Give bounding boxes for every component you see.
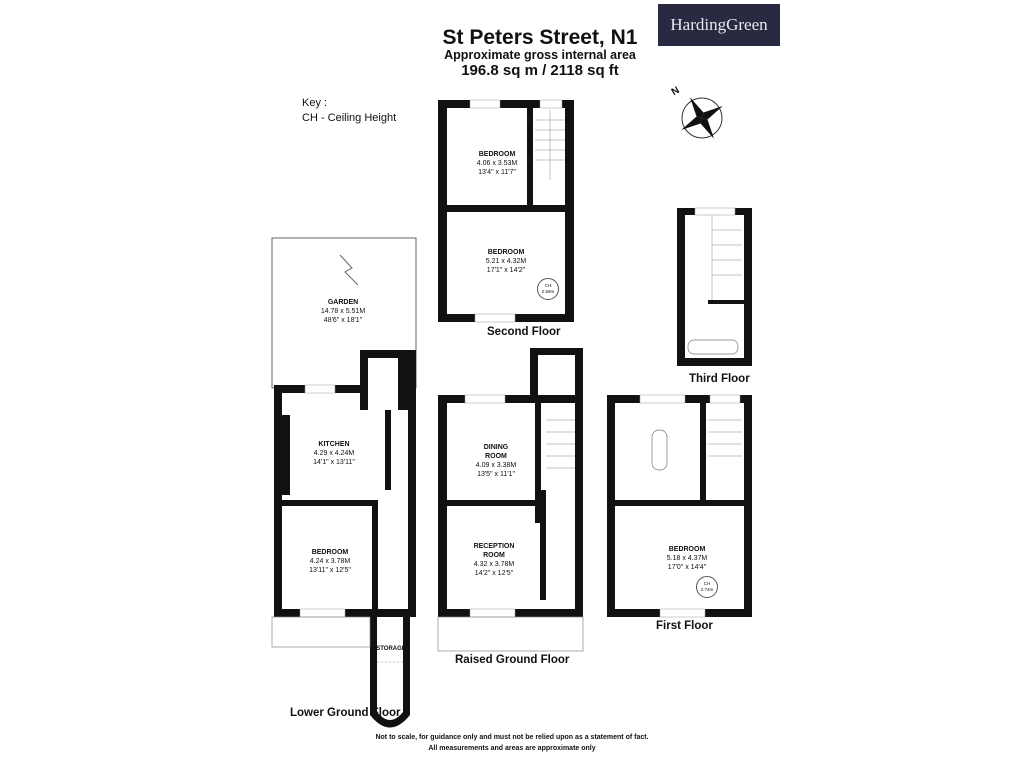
room-imperial: 14'1" x 13'11" xyxy=(313,459,355,466)
lower-ground-floor-plan xyxy=(271,237,417,728)
room-label-kitchen: KITCHEN 4.29 x 4.24M 14'1" x 13'11" xyxy=(313,440,355,467)
room-name: DINING xyxy=(483,444,509,451)
compass-rose-icon xyxy=(681,97,723,139)
room-label-second-bedroom-2: BEDROOM 5.21 x 4.32M 17'1" x 14'2" xyxy=(486,248,526,275)
room-label-garden: GARDEN 14.78 x 5.51M 48'6" x 18'1" xyxy=(321,298,365,325)
ch-value: 2.74m xyxy=(700,587,714,592)
room-name: BEDROOM xyxy=(478,151,516,158)
room-metric: 4.24 x 3.78M xyxy=(309,558,351,565)
key-heading: Key : xyxy=(302,97,328,109)
room-label-second-bedroom-1: BEDROOM 4.06 x 3.53M 13'4" x 11'7" xyxy=(477,150,517,177)
room-name: RECEPTION xyxy=(473,543,515,550)
total-area: 196.8 sq m / 2118 sq ft xyxy=(461,62,619,79)
floor-label-first: First Floor xyxy=(656,620,713,632)
ch-value: 2.59m xyxy=(541,289,555,294)
room-label-lower-bedroom: BEDROOM 4.24 x 3.78M 13'11" x 12'5" xyxy=(309,548,351,575)
room-name: BEDROOM xyxy=(487,249,525,256)
floor-label-lower-ground: Lower Ground Floor xyxy=(290,707,401,719)
room-imperial: 17'0" x 14'4" xyxy=(667,564,707,571)
room-metric: 4.09 x 3.38M xyxy=(475,462,517,469)
ch-label: CH xyxy=(544,283,552,288)
room-name-2: ROOM xyxy=(485,453,507,460)
page-title: St Peters Street, N1 xyxy=(442,26,638,49)
room-name: KITCHEN xyxy=(318,441,350,448)
room-metric: 5.21 x 4.32M xyxy=(485,258,527,265)
room-metric: 4.32 x 3.78M xyxy=(473,561,515,568)
disclaimer-line-1: Not to scale, for guidance only and must… xyxy=(375,734,649,741)
subtitle: Approximate gross internal area xyxy=(444,48,636,62)
room-name-2: ROOM xyxy=(483,552,505,559)
room-imperial: 14'2" x 12'5" xyxy=(474,570,514,577)
ceiling-height-badge-second: CH 2.59m xyxy=(537,278,559,300)
first-floor-plan xyxy=(607,394,752,618)
room-imperial: 13'11" x 12'5" xyxy=(309,567,351,574)
disclaimer-line-2: All measurements and areas are approxima… xyxy=(428,745,596,752)
room-imperial: 48'6" x 18'1" xyxy=(323,317,363,324)
third-floor-plan xyxy=(677,207,752,366)
floor-label-second: Second Floor xyxy=(487,326,561,338)
room-imperial: 17'1" x 14'2" xyxy=(486,267,526,274)
room-imperial: 13'4" x 11'7" xyxy=(478,169,516,176)
room-metric: 4.29 x 4.24M xyxy=(313,450,355,457)
ceiling-height-badge-first: CH 2.74m xyxy=(696,576,718,598)
logo: HardingGreen xyxy=(658,4,780,46)
key-entry: CH - Ceiling Height xyxy=(302,112,397,124)
room-metric: 4.06 x 3.53M xyxy=(476,160,518,167)
raised-ground-floor-plan xyxy=(437,348,584,652)
floor-label-raised-ground: Raised Ground Floor xyxy=(455,654,570,666)
floor-label-third: Third Floor xyxy=(689,373,750,385)
room-label-first-bedroom: BEDROOM 5.18 x 4.37M 17'0" x 14'4" xyxy=(667,545,707,572)
room-metric: 5.18 x 4.37M xyxy=(666,555,708,562)
room-name: BEDROOM xyxy=(311,549,349,556)
room-name: BEDROOM xyxy=(668,546,706,553)
room-label-storage: STORAGE xyxy=(376,646,406,652)
room-imperial: 13'5" x 11'1" xyxy=(477,471,515,478)
room-label-dining-room: DINING ROOM 4.09 x 3.38M 13'5" x 11'1" xyxy=(476,443,516,479)
room-label-reception-room: RECEPTION ROOM 4.32 x 3.78M 14'2" x 12'5… xyxy=(474,542,515,578)
ch-label: CH xyxy=(703,581,711,586)
room-name: GARDEN xyxy=(327,299,359,306)
room-metric: 14.78 x 5.51M xyxy=(320,308,366,315)
